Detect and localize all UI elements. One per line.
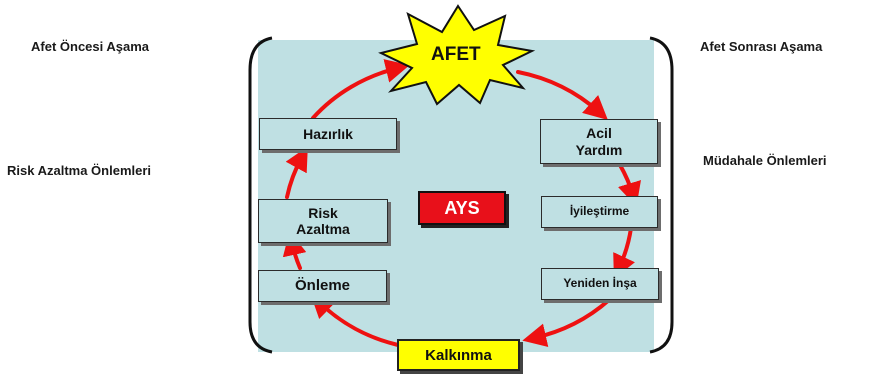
risk-azaltma-label-line2: Azaltma (296, 221, 350, 237)
yeniden-insa-label: Yeniden İnşa (563, 276, 637, 291)
right-bracket (649, 36, 674, 354)
hazirlik-box: Hazırlık (259, 118, 397, 150)
onleme-box: Önleme (258, 270, 387, 302)
acil-yardim-label-line2: Yardım (575, 141, 623, 158)
iyilestirme-box: İyileştirme (541, 196, 658, 228)
left-bracket (248, 36, 273, 354)
arrow-kalkinma-to-onleme (310, 293, 400, 347)
pre-disaster-phase-label: Afet Öncesi Aşama (31, 39, 150, 54)
arrow-acil-to-iyilestirme (618, 163, 641, 207)
iyilestirme-label: İyileştirme (569, 204, 630, 219)
ays-label: AYS (444, 197, 480, 218)
arrow-iyilestirme-to-yeniden (613, 226, 635, 279)
ays-box: AYS (418, 191, 506, 225)
afet-starburst (378, 4, 536, 106)
risk-azaltma-box: Risk Azaltma (258, 199, 388, 243)
arrow-risk-to-hazirlik (285, 146, 308, 199)
arrow-hazirlik-to-afet (311, 59, 410, 120)
risk-measures-label: Risk Azaltma Önlemleri (7, 163, 152, 178)
acil-yardim-box: Acil Yardım (540, 119, 658, 164)
acil-yardim-label-line1: Acil (586, 125, 612, 142)
risk-azaltma-label-line1: Risk (308, 204, 338, 221)
arrow-onleme-to-risk (282, 231, 307, 270)
hazirlik-label: Hazırlık (303, 125, 353, 142)
onleme-label: Önleme (294, 277, 351, 295)
response-measures-label: Müdahale Önlemleri (703, 153, 827, 168)
arrow-afet-to-acil (516, 70, 608, 121)
yeniden-insa-box: Yeniden İnşa (541, 268, 659, 300)
kalkinma-box: Kalkınma (397, 339, 520, 371)
post-disaster-phase-label: Afet Sonrası Aşama (700, 39, 823, 54)
afet-label: AFET (431, 44, 481, 65)
kalkinma-label: Kalkınma (425, 346, 492, 364)
arrow-yeniden-to-kalkinma (522, 298, 611, 348)
